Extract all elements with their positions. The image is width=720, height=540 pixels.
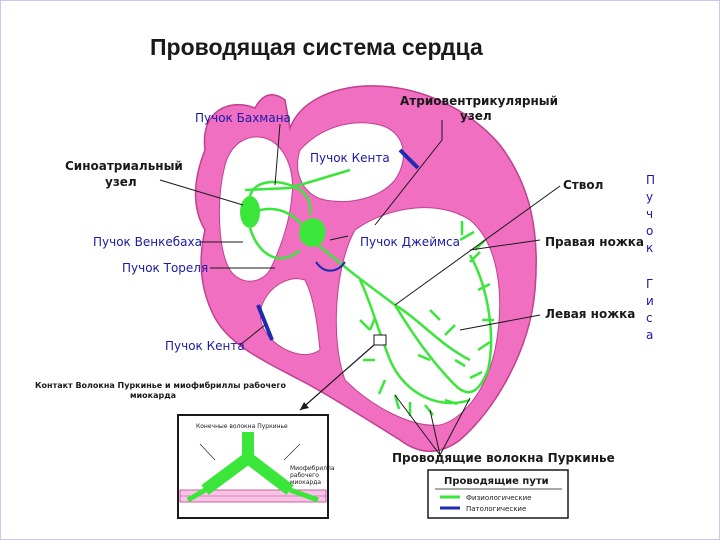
label-kent-top: Пучок Кента	[310, 151, 390, 165]
heart-outline	[194, 85, 537, 452]
label-left-leg: Левая ножка	[545, 307, 635, 321]
svg-text:у: у	[646, 190, 653, 204]
label-av-node-2: узел	[460, 109, 492, 123]
label-right-leg: Правая ножка	[545, 235, 644, 249]
inset-top-label: Конечные волокна Пуркинье	[196, 423, 288, 430]
svg-text:о: о	[646, 224, 653, 238]
sa-node-shape	[240, 196, 260, 228]
purkinje-inset: Конечные волокна Пуркинье Миофибрилла ра…	[177, 414, 335, 519]
legend-item-physiological: Физиологические	[466, 494, 532, 502]
svg-text:с: с	[646, 311, 653, 325]
legend-title: Проводящие пути	[444, 476, 549, 487]
label-purkinje: Проводящие волокна Пуркинье	[392, 451, 615, 465]
label-wenckebach: Пучок Венкебаха	[93, 235, 202, 249]
label-sa-node-2: узел	[105, 175, 137, 189]
label-thorel: Пучок Тореля	[122, 261, 208, 275]
zoom-arrow	[299, 344, 375, 411]
inset-side-label-3: миокарда	[290, 479, 321, 486]
conduction-system	[240, 168, 494, 416]
label-his-bundle-vertical: П у ч о к Г и с а	[646, 173, 655, 342]
james-bundle-curve	[315, 261, 346, 272]
svg-text:к: к	[646, 241, 653, 255]
svg-text:П: П	[646, 173, 655, 187]
label-sa-node-1: Синоатриальный	[65, 159, 183, 173]
legend: Проводящие пути Физиологические Патологи…	[427, 469, 569, 519]
label-bachmann: Пучок Бахмана	[195, 111, 291, 125]
zoom-marker	[373, 334, 387, 346]
svg-text:а: а	[646, 328, 653, 342]
svg-text:Г: Г	[646, 277, 653, 291]
label-contact-1: Контакт Волокна Пуркинье и миофибриллы р…	[35, 380, 287, 390]
kent-bundle-bottom	[256, 304, 274, 341]
legend-item-pathological: Патологические	[466, 505, 526, 513]
label-trunk: Ствол	[563, 178, 603, 192]
svg-text:и: и	[646, 294, 654, 308]
inset-side-label-1: Миофибрилла	[290, 465, 335, 472]
av-node-shape	[299, 218, 326, 247]
pathological-bundles	[256, 148, 420, 341]
inset-side-label-2: рабочего	[290, 472, 319, 479]
label-james: Пучок Джеймса	[360, 235, 460, 249]
label-av-node-1: Атриовентрикулярный	[400, 94, 558, 108]
kent-bundle-top	[398, 148, 420, 170]
label-contact-2: миокарда	[130, 391, 176, 400]
diagram-title: Проводящая система сердца	[150, 34, 483, 60]
svg-text:ч: ч	[646, 207, 653, 221]
label-kent-bottom: Пучок Кента	[165, 339, 245, 353]
leader-lines	[159, 120, 561, 456]
